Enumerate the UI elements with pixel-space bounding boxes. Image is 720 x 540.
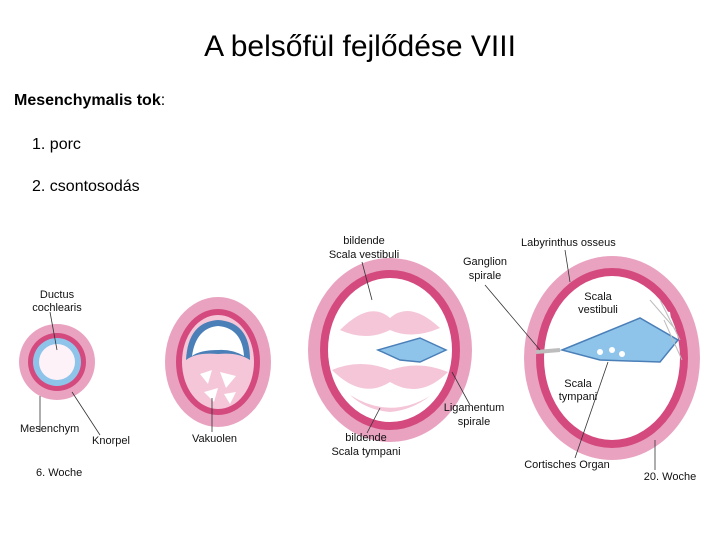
label-scala-tympani-line2: tympani <box>559 391 598 403</box>
subheading-bold: Mesenchymalis tok <box>14 92 161 109</box>
label-scala-tympani-line1: Scala <box>564 378 592 390</box>
label-mesenchym: Mesenchym <box>20 423 79 435</box>
label-20-woche: 20. Woche <box>644 471 696 483</box>
label-bildende-tympani-line2: Scala tympani <box>331 446 400 458</box>
stage-vacuoles-cochlea <box>165 297 271 427</box>
stage-20-week-cochlea <box>524 256 700 460</box>
label-ligamentum-line1: Ligamentum <box>444 402 505 414</box>
label-ductus-line2: cochlearis <box>32 302 82 314</box>
label-bildende-vestibuli-line2: Scala vestibuli <box>329 249 399 261</box>
label-6-woche: 6. Woche <box>36 467 82 479</box>
list-item-csontosodas: 2. csontosodás <box>32 178 140 195</box>
label-ganglion-line2: spirale <box>469 270 501 282</box>
page-title: A belsőfül fejlődése VIII <box>204 30 516 63</box>
label-ligamentum-line2: spirale <box>458 416 490 428</box>
label-bildende-vestibuli-line1: bildende <box>343 235 385 247</box>
label-scala-vestibuli-line1: Scala <box>584 291 612 303</box>
label-bildende-tympani-line1: bildende <box>345 432 387 444</box>
label-labyrinthus-osseus: Labyrinthus osseus <box>521 237 616 249</box>
label-cortisches-organ: Cortisches Organ <box>524 459 610 471</box>
label-vakuolen: Vakuolen <box>192 433 237 445</box>
stage-forming-scalae-cochlea <box>308 258 472 442</box>
subheading-suffix: : <box>160 92 166 109</box>
subheading: Mesenchymalis tok: <box>14 92 165 110</box>
list-item-porc: 1. porc <box>32 136 81 153</box>
label-scala-vestibuli-line2: vestibuli <box>578 304 618 316</box>
label-ganglion-line1: Ganglion <box>463 256 507 268</box>
leader-lines <box>39 249 656 470</box>
label-ductus-line1: Ductus <box>40 289 75 301</box>
label-knorpel: Knorpel <box>92 435 130 447</box>
stage-6-week-cochlea <box>19 324 95 400</box>
